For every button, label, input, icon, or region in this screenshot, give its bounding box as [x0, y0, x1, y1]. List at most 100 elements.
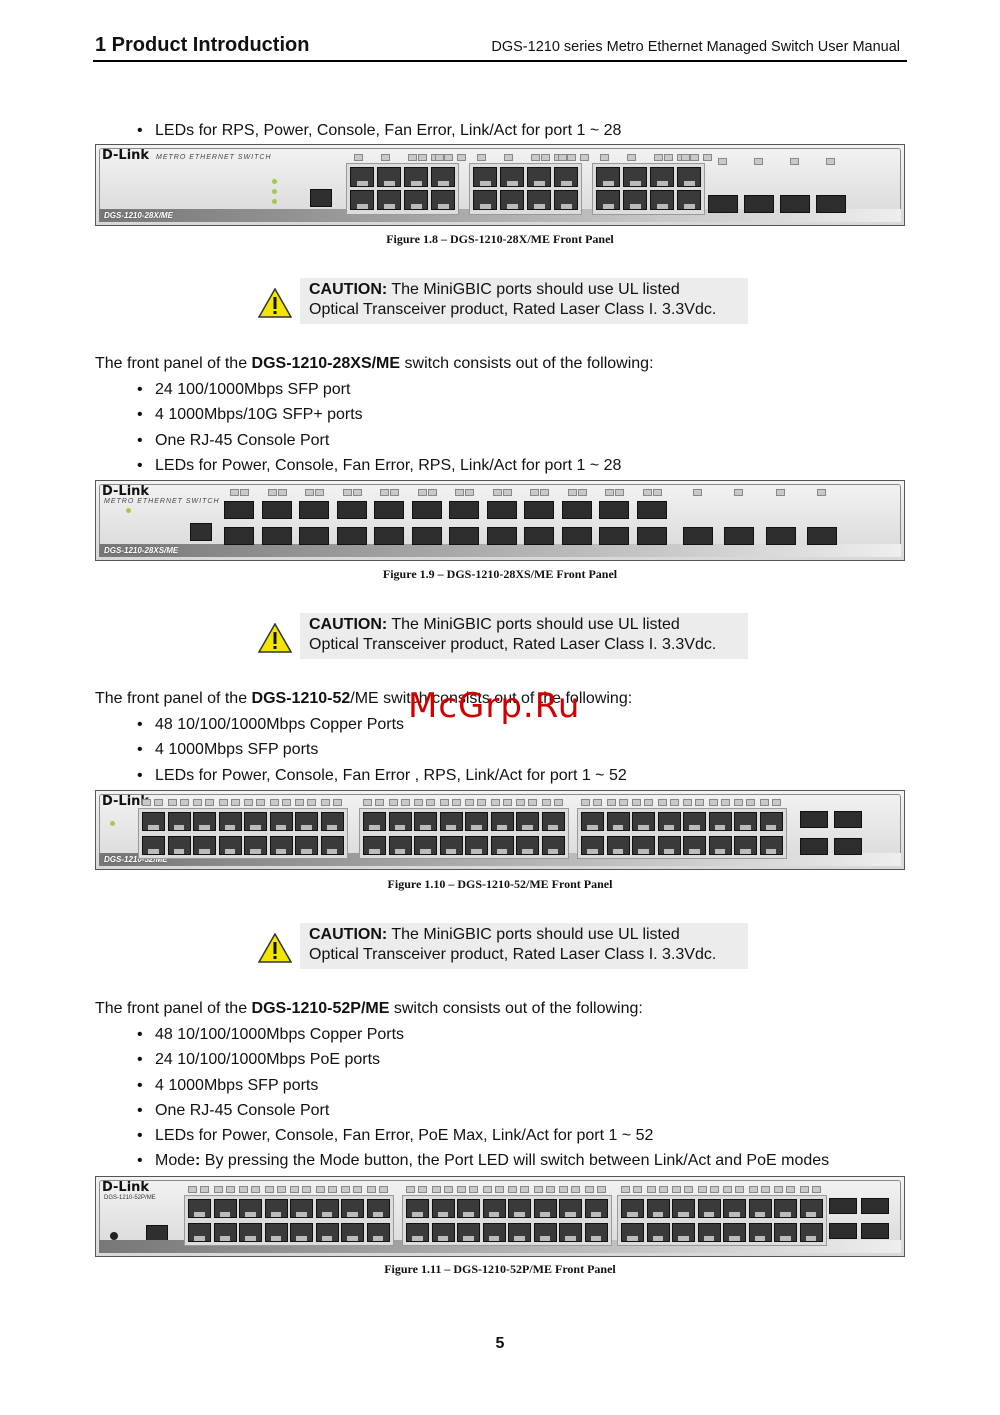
rj45-port — [500, 190, 524, 210]
rj45-port — [341, 1223, 364, 1242]
port-number-led — [690, 154, 699, 161]
port-number-led — [580, 154, 589, 161]
console-led — [272, 199, 277, 204]
rj45-port — [723, 1223, 746, 1242]
rj45-port — [774, 1223, 797, 1242]
rj45-port — [490, 836, 514, 855]
rj45-port — [473, 190, 497, 210]
sfp-port — [744, 195, 774, 213]
port-number-led — [734, 489, 743, 496]
caution-line1: The MiniGBIC ports should use UL listed — [387, 926, 680, 943]
page-number: 5 — [495, 1335, 505, 1352]
intro-52p: The front panel of the DGS-1210-52P/ME s… — [95, 1000, 643, 1017]
caution-line1: The MiniGBIC ports should use UL listed — [387, 616, 680, 633]
port-number-led — [693, 489, 702, 496]
port-number-led — [154, 799, 163, 806]
port-number-led — [418, 1186, 427, 1193]
port-number-led — [567, 489, 577, 496]
rj45-port — [188, 1223, 211, 1242]
sfp-port — [861, 1223, 889, 1239]
port-number-led — [457, 1186, 466, 1193]
port-number-led — [256, 799, 265, 806]
rj45-port — [295, 836, 318, 855]
caution-line1: The MiniGBIC ports should use UL listed — [387, 281, 680, 298]
power-led — [272, 189, 277, 194]
rj45-port — [672, 1223, 695, 1242]
rj45-port — [799, 1223, 823, 1242]
rj45-port — [350, 167, 374, 187]
rj45-port — [290, 1199, 313, 1218]
rj45-port — [142, 812, 165, 831]
rj45-port — [683, 812, 706, 831]
rj45-port — [482, 1223, 506, 1242]
rj45-port — [377, 167, 401, 187]
port-number-led — [427, 489, 437, 496]
sfp-port — [636, 501, 667, 519]
rj45-port — [799, 1199, 823, 1218]
rj45-port — [734, 812, 757, 831]
sfp-port — [299, 501, 329, 519]
sfp-port — [524, 501, 554, 519]
port-number-led — [774, 1186, 783, 1193]
rj45-port — [533, 1223, 557, 1242]
watermark: McGrp.Ru — [408, 686, 581, 726]
port-number-led — [559, 1186, 568, 1193]
header-rule — [93, 60, 907, 62]
rj45-port — [366, 1199, 390, 1218]
port-number-led — [723, 1186, 732, 1193]
sfp-port — [374, 527, 404, 545]
rj45-port — [677, 190, 701, 210]
warning-icon — [258, 623, 292, 653]
rj45-port — [632, 836, 655, 855]
port-number-led — [264, 1186, 274, 1193]
figure-28x-front-panel: D-Link METRO ETHERNET SWITCH DGS-1210-28… — [95, 144, 905, 226]
rj45-port — [218, 836, 242, 855]
port-number-led — [786, 1186, 795, 1193]
dlink-logo: D-Link — [102, 484, 150, 499]
sfp-port — [816, 195, 846, 213]
rj45-port — [623, 190, 647, 210]
sfp-port — [486, 527, 517, 545]
port-number-led — [444, 154, 453, 161]
rj45-port — [320, 836, 344, 855]
sfp-port — [561, 527, 592, 545]
port-number-led — [439, 799, 449, 806]
rj45-port — [363, 836, 386, 855]
rj45-port — [377, 190, 401, 210]
sfp-plus-port — [683, 527, 713, 545]
rj45-port — [193, 836, 216, 855]
port-number-led — [281, 799, 291, 806]
port-number-led — [504, 154, 513, 161]
port-number-led — [528, 799, 537, 806]
rj45-port — [623, 167, 647, 187]
rj45-port — [596, 190, 620, 210]
sfp-port — [449, 527, 479, 545]
port-number-led — [494, 1186, 504, 1193]
port-number-led — [408, 154, 417, 161]
sfp-port — [299, 527, 329, 545]
port-number-led — [618, 799, 628, 806]
model-name: DGS-1210-28XS/ME — [251, 355, 401, 372]
sfp-plus-port — [807, 527, 837, 545]
rj45-port — [193, 812, 216, 831]
port-number-led — [695, 799, 704, 806]
port-number-led — [593, 799, 602, 806]
port-number-led — [658, 1186, 668, 1193]
rj45-port — [406, 1223, 429, 1242]
port-number-led — [269, 799, 279, 806]
port-number-led — [305, 489, 314, 496]
power-led — [110, 821, 115, 826]
rj45-port — [533, 1199, 557, 1218]
sfp-port — [224, 501, 254, 519]
rj45-port — [606, 836, 630, 855]
port-number-led — [720, 799, 730, 806]
rj45-port — [581, 812, 604, 831]
port-number-led — [545, 1186, 555, 1193]
port-number-led — [672, 1186, 681, 1193]
rj45-port — [269, 836, 293, 855]
port-number-led — [327, 1186, 337, 1193]
rj45-port — [213, 1199, 237, 1218]
port-number-led — [776, 489, 785, 496]
rj45-port — [527, 190, 551, 210]
rj45-port — [584, 1223, 608, 1242]
